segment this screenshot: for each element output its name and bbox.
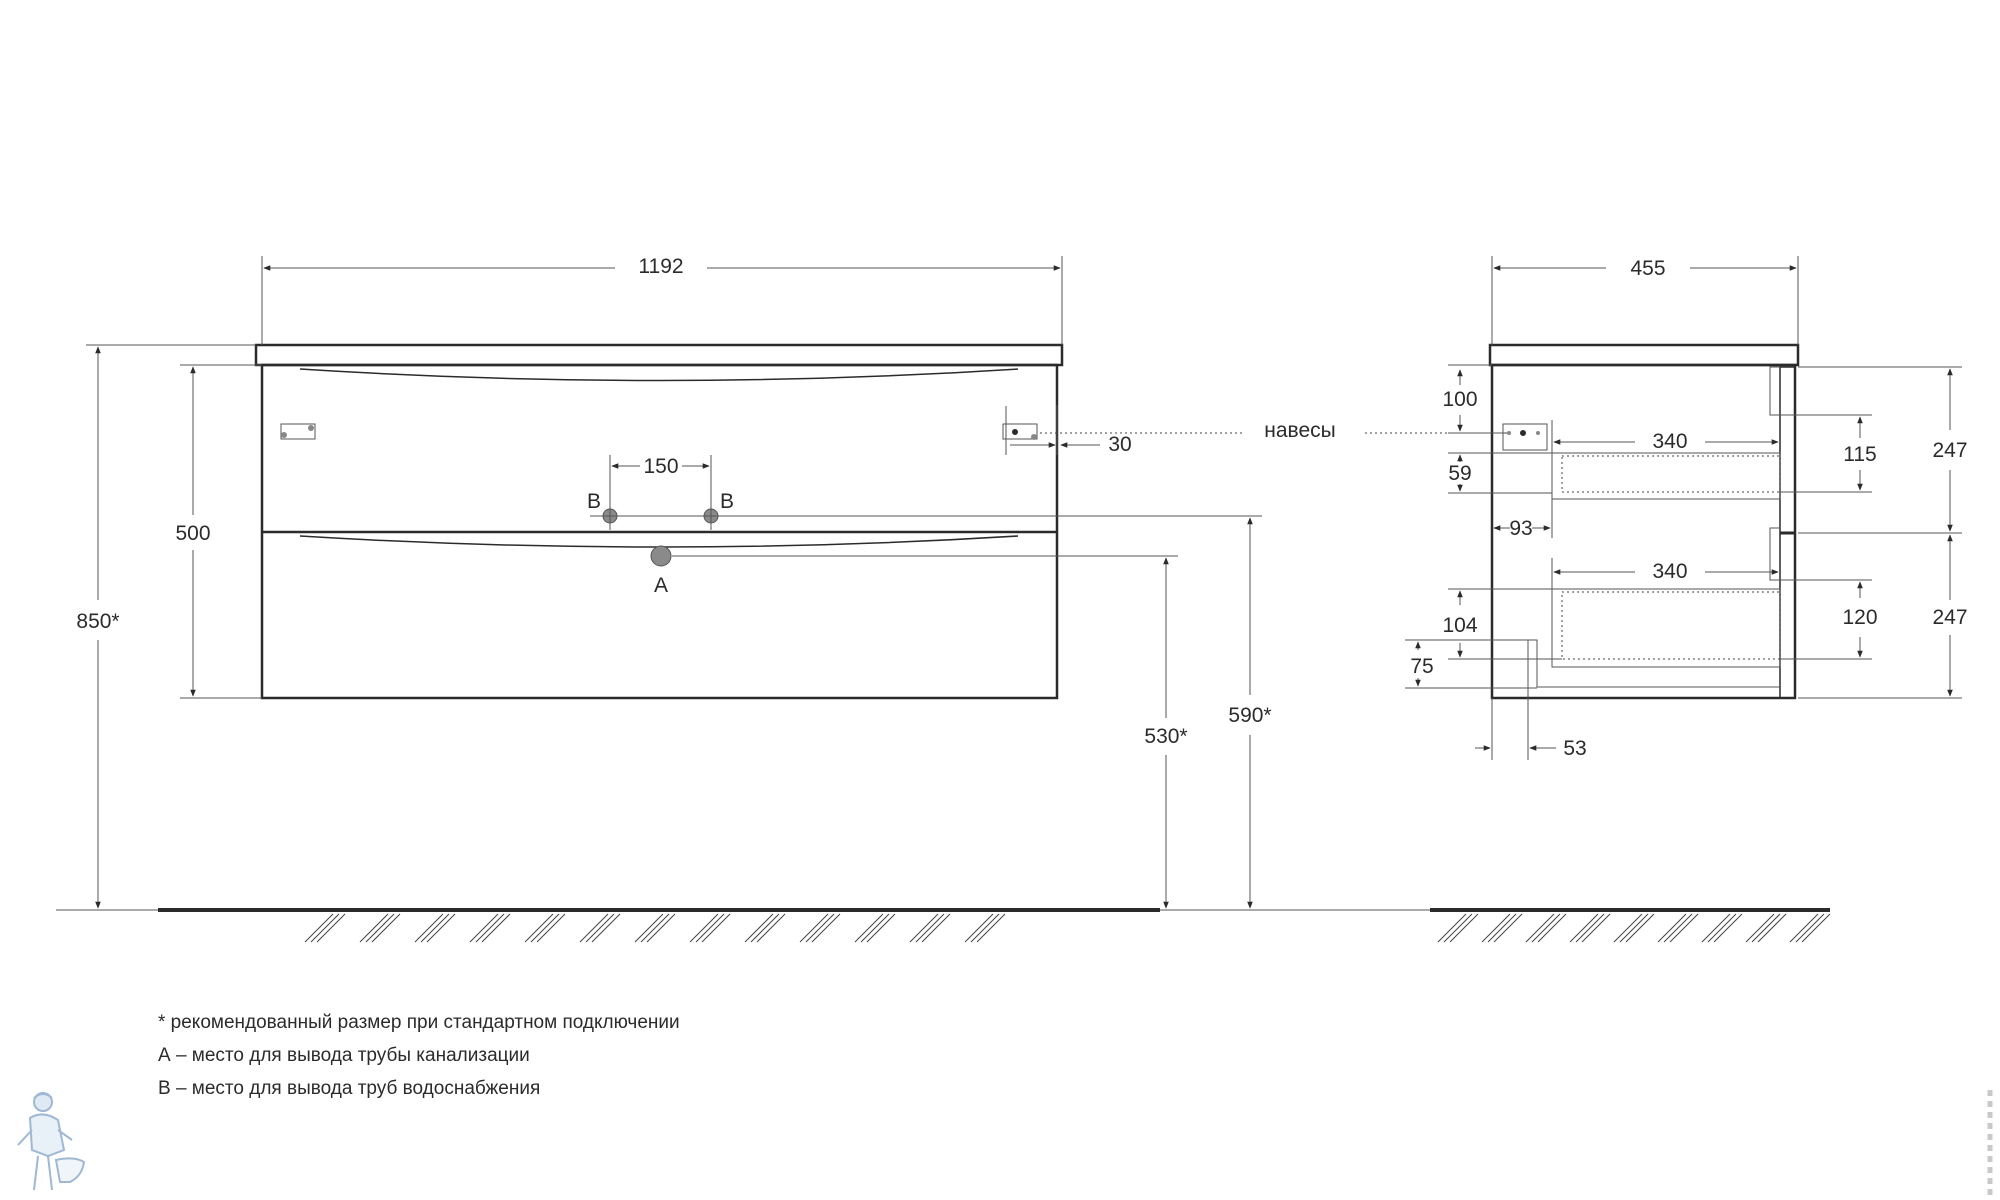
side-handle-top: [1769, 366, 1780, 416]
note-drain: А – место для вывода трубы канализации: [158, 1045, 530, 1066]
dim-120-label: 120: [1842, 606, 1877, 629]
hinge-bracket-right: [1002, 423, 1038, 440]
dim-340-top-label: 340: [1652, 430, 1687, 453]
side-view: 455 100 59 340: [1405, 256, 1968, 943]
dim-247-bottom-label: 247: [1932, 606, 1967, 629]
side-handle-bottom: [1769, 527, 1780, 581]
label-supply-left: B: [587, 490, 601, 513]
hinge-bracket-side: [1502, 423, 1548, 451]
dim-500-label: 500: [175, 522, 210, 545]
dim-455-label: 455: [1630, 257, 1665, 280]
side-drawer-top: [1551, 452, 1781, 500]
side-drawer-bottom: [1551, 588, 1781, 668]
dim-850-label: 850*: [76, 610, 119, 633]
dim-340-bottom-label: 340: [1652, 560, 1687, 583]
dim-facade-top: 247: [1798, 366, 1968, 534]
dim-150-label: 150: [643, 455, 678, 478]
dim-59-label: 59: [1448, 462, 1471, 485]
dim-247-top-label: 247: [1932, 439, 1967, 462]
front-countertop: [254, 343, 1064, 367]
dim-590-label: 590*: [1228, 704, 1271, 727]
dim-drawer-bottom-inner: 120: [1780, 579, 1878, 660]
dim-75: 75: [1405, 639, 1537, 689]
dim-104: 104: [1442, 588, 1562, 660]
dim-drawer-depth-bottom: 340: [1551, 558, 1779, 589]
dim-width-front: 1192: [261, 255, 1063, 345]
notes-block: * рекомендованный размер при стандартном…: [158, 1012, 680, 1099]
drain-outlet: [650, 545, 672, 567]
plumber-logo-icon: [17, 1092, 86, 1191]
dim-depth-side: 455: [1491, 256, 1799, 345]
dim-53: 53: [1475, 698, 1587, 760]
dim-supply-height: 590*: [590, 515, 1272, 909]
dim-93: 93: [1493, 499, 1553, 540]
dim-75-label: 75: [1410, 655, 1433, 678]
dim-drain-height: 530*: [672, 555, 1188, 909]
front-view: 1192 850* 500 150 B B A: [56, 255, 1510, 943]
dim-body-height: 500: [175, 364, 262, 699]
note-recommended: * рекомендованный размер при стандартном…: [158, 1012, 680, 1033]
dim-104-label: 104: [1442, 614, 1477, 637]
front-handle-groove-top: [299, 368, 1019, 382]
dim-hinge-offset: 30: [1005, 405, 1132, 456]
dim-drawer-top-inner: 115: [1770, 414, 1877, 493]
dim-59: 59: [1448, 452, 1552, 494]
dim-530-label: 530*: [1144, 725, 1187, 748]
dim-hinge-from-top: 100: [1442, 364, 1505, 434]
side-drawer-bottom-inner: [1561, 591, 1781, 660]
note-supply: В – место для вывода труб водоснабжения: [158, 1078, 540, 1099]
label-supply-right: B: [720, 490, 734, 513]
side-countertop: [1488, 343, 1800, 367]
dim-drawer-depth-top: 340: [1551, 420, 1779, 453]
hinge-bracket-left: [280, 423, 316, 440]
floor-hatch-front: [304, 913, 1006, 943]
dim-pipe-spacing: 150: [609, 455, 712, 530]
dim-30-label: 30: [1108, 433, 1131, 456]
floor-hatch-side: [1437, 913, 1831, 943]
label-drain: A: [654, 574, 668, 597]
side-drawer-top-inner: [1561, 455, 1781, 493]
side-siphon-cutout: [1527, 639, 1780, 698]
label-hinges: навесы: [1264, 419, 1335, 442]
dim-53-label: 53: [1563, 737, 1586, 760]
dim-height-total: 850*: [76, 344, 256, 909]
dim-100-label: 100: [1442, 388, 1477, 411]
dim-115-label: 115: [1843, 443, 1876, 466]
dim-facade-bottom: 247: [1798, 534, 1968, 699]
front-handle-groove-bottom: [299, 535, 1019, 548]
dim-93-label: 93: [1509, 517, 1532, 540]
dim-1192-label: 1192: [638, 255, 683, 278]
